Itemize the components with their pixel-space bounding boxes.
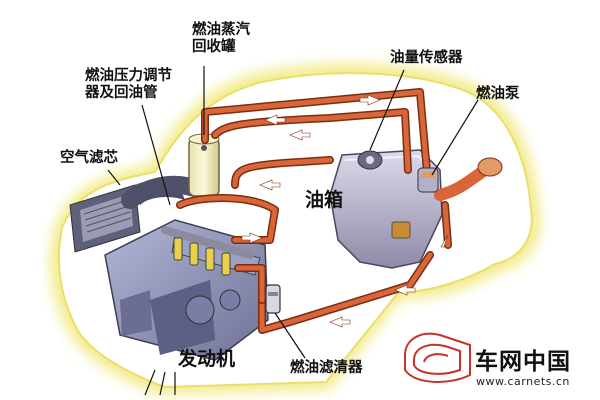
filler-cap	[477, 157, 503, 177]
label-evap-canister-line2: 回收罐	[192, 39, 236, 55]
watermark-brand: 车网中国	[475, 349, 571, 375]
label-fuel-tank: 油箱	[305, 189, 344, 211]
fuel-rail	[161, 226, 254, 276]
label-evap-canister-line1: 燃油蒸汽	[192, 22, 250, 38]
fuel-pump	[417, 167, 439, 193]
label-fuel-filter: 燃油滤清器	[290, 360, 363, 376]
label-fuel-pump: 燃油泵	[476, 86, 520, 102]
label-pressure-regulator-line2: 器及回油管	[85, 85, 158, 101]
watermark-logo	[404, 332, 471, 383]
label-evap-canister: 燃油蒸汽 回收罐	[192, 22, 250, 56]
flow-arrows	[241, 94, 449, 328]
fuel-filter	[265, 284, 281, 314]
label-pressure-regulator: 燃油压力调节 器及回油管	[85, 68, 172, 102]
label-air-filter: 空气滤芯	[60, 150, 118, 166]
fuel-lines	[176, 88, 452, 334]
label-pressure-regulator-line1: 燃油压力调节	[85, 68, 172, 84]
label-engine: 发动机	[178, 348, 236, 370]
leader-lines	[107, 66, 479, 396]
watermark-url: www.carnets.cn	[476, 375, 570, 388]
fuel-tank	[329, 149, 443, 269]
label-fuel-level-sensor: 油量传感器	[390, 50, 463, 66]
